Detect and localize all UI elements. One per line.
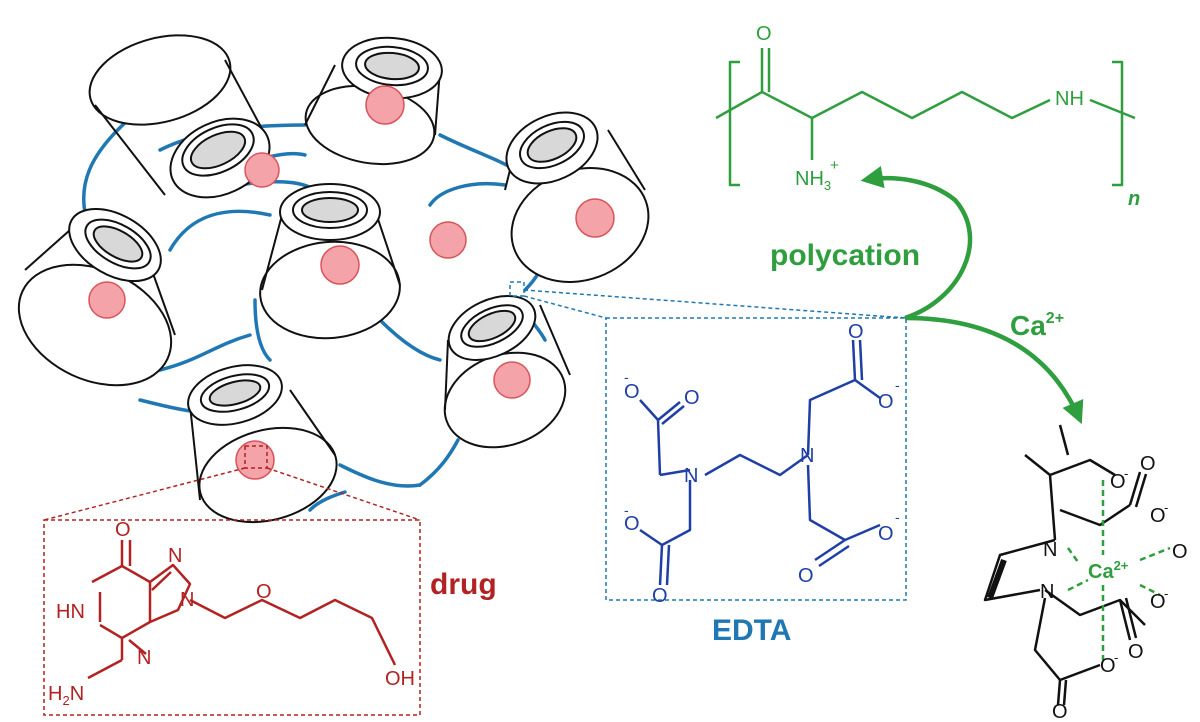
drug-atom-labels: O N HN N N H2N O OH (48, 519, 415, 708)
polymer-ammonium: NH3 (795, 168, 831, 193)
polymer-carbonyl-o: O (756, 23, 772, 45)
calcium-coordination-bonds (1066, 480, 1171, 660)
drug-bead (320, 245, 360, 285)
drug-atom-oh: OH (385, 668, 415, 690)
drug-atom-h2n: H2N (48, 683, 84, 708)
drug-bead (365, 85, 405, 125)
cyclodextrin-cone-4 (259, 183, 401, 340)
cyclodextrin-cone-7 (187, 364, 338, 524)
polymer-amine-nh: NH (1055, 88, 1084, 110)
reaction-arrows (860, 165, 1084, 425)
edta-atom-n1: N (684, 465, 698, 487)
arrow-to-polycation (860, 165, 973, 321)
edta-atom-o5: O (624, 513, 640, 535)
drug-structure (87, 540, 397, 680)
svg-text:-: - (1164, 586, 1168, 601)
drug-zoom-callout (43, 445, 421, 716)
svg-text:O: O (1110, 471, 1126, 493)
complex-atom-labels: O O O O N N O O O O (1040, 453, 1188, 722)
edta-atom-n2: N (800, 445, 814, 467)
drug-label: drug (430, 568, 497, 601)
edta-charges: - - - - (624, 369, 900, 525)
edta-zoom-callout (509, 281, 907, 601)
calcium-edta-complex (983, 424, 1148, 706)
cyclodextrin-cone-3 (504, 111, 650, 283)
edta-atom-labels: O O O O N N O O O O (624, 321, 894, 607)
drug-atom-n-bottom: N (137, 647, 151, 669)
calcium-arrow-label: Ca2+ (1010, 310, 1064, 341)
drug-bead (88, 281, 126, 319)
drug-bead (235, 440, 275, 480)
drug-atom-hn: HN (56, 601, 85, 623)
svg-text:O: O (1140, 453, 1156, 475)
edta-atom-o1: O (624, 381, 640, 403)
edta-atom-o8: O (798, 565, 814, 587)
polycation-label: polycation (770, 239, 920, 272)
cyclodextrin-cone-1 (88, 34, 271, 199)
cyclodextrin-cone-5 (17, 207, 176, 387)
svg-text:O: O (1172, 541, 1188, 563)
drug-bead (575, 198, 615, 238)
svg-text:O: O (1150, 591, 1166, 613)
svg-text:-: - (1114, 650, 1118, 665)
edta-atom-o3: O (848, 321, 864, 343)
svg-text:-: - (895, 377, 900, 393)
svg-text:N: N (1043, 539, 1057, 561)
drug-atom-o-ether: O (256, 581, 272, 603)
drug-atom-n-top: N (168, 545, 182, 567)
svg-text:O: O (1052, 701, 1068, 722)
polymer-repeat-n: n (1128, 188, 1140, 210)
edta-atom-o2: O (684, 387, 700, 409)
edta-structure (639, 339, 881, 586)
polymer-ammonium-charge: + (830, 157, 839, 174)
svg-text:O: O (1100, 655, 1116, 677)
polycation-structure (715, 48, 1136, 187)
drug-atom-n-ring: N (180, 589, 194, 611)
svg-text:-: - (624, 502, 629, 518)
drug-atom-o: O (115, 519, 131, 541)
edta-atom-o7: O (878, 523, 894, 545)
arrow-to-calcium-complex (904, 315, 1084, 425)
drug-bead (244, 152, 280, 188)
svg-text:-: - (624, 369, 629, 385)
svg-text:N: N (1040, 581, 1054, 603)
svg-text:O: O (1150, 505, 1166, 527)
complex-charges: - - - - (1114, 466, 1168, 665)
svg-text:-: - (1124, 466, 1128, 481)
svg-text:-: - (1164, 500, 1168, 515)
edta-atom-o4: O (878, 391, 894, 413)
polycation-atom-labels: O NH NH3 + n (756, 23, 1140, 210)
svg-text:-: - (895, 509, 900, 525)
complex-calcium-ion: Ca2+ (1088, 558, 1129, 583)
drug-bead (493, 361, 531, 399)
drug-bead (429, 221, 467, 259)
cyclodextrin-cone-6 (443, 295, 571, 449)
drug-beads (88, 85, 615, 480)
svg-text:O: O (1128, 641, 1144, 663)
edta-label: EDTA (712, 614, 791, 647)
edta-atom-o6: O (652, 585, 668, 607)
